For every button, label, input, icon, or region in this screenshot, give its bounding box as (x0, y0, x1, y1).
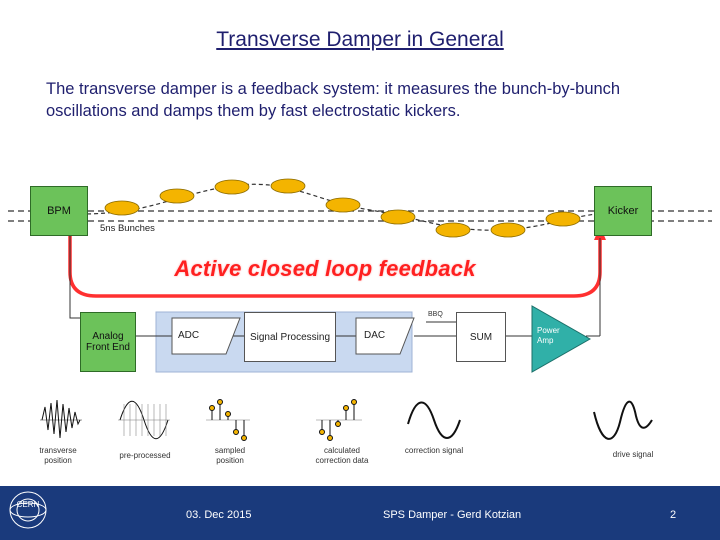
label-drive-signal: drive signal (612, 450, 654, 459)
footer-author: SPS Damper - Gerd Kotzian (383, 509, 522, 521)
bpm-label: BPM (47, 205, 71, 217)
cern-logo-text: CERN (16, 500, 40, 509)
power-amp-block (531, 305, 592, 373)
kicker-box: Kicker (594, 186, 652, 236)
signal-processing-box: Signal Processing (244, 312, 336, 362)
bunch-train (104, 178, 581, 238)
waveform-drive-signal (593, 400, 653, 440)
bunch (490, 222, 526, 238)
feedback-loop (68, 236, 602, 298)
dac-label: DAC (364, 330, 386, 341)
bunches-label: 5ns Bunches (100, 223, 155, 234)
waveform-correction-signal (407, 401, 461, 439)
footer-date: 03. Dec 2015 (186, 509, 252, 521)
bunch (270, 178, 306, 194)
signal-processing-label: Signal Processing (249, 331, 331, 343)
waveform-sampled-position (206, 399, 250, 441)
bbq-label: BBQ (428, 311, 443, 318)
bunch (159, 188, 195, 204)
power-amp-label: Power Amp (537, 326, 560, 345)
label-sampled-position: sampled position (214, 446, 246, 465)
page-title: Transverse Damper in General (216, 28, 504, 51)
kicker-label: Kicker (607, 205, 639, 217)
adc-label: ADC (178, 330, 200, 341)
analog-front-end-label: Analog Front End (86, 331, 130, 353)
cern-logo-icon (9, 491, 47, 529)
adc-block (171, 317, 241, 355)
bunch (214, 179, 250, 195)
bunch (435, 222, 471, 238)
sum-box: SUM (456, 312, 506, 362)
bunch (545, 211, 581, 227)
intro-text: The transverse damper is a feedback syst… (46, 80, 621, 120)
waveform-calculated-correction (316, 399, 362, 441)
label-correction-signal: correction signal (404, 446, 464, 455)
analog-front-end-box: Analog Front End (80, 312, 136, 372)
sum-label: SUM (469, 331, 493, 343)
label-pre-processed: pre-processed (119, 451, 171, 460)
bunch (325, 197, 361, 213)
bpm-box: BPM (30, 186, 88, 236)
label-transverse-position: transverse position (39, 446, 77, 465)
footer-page-number: 2 (670, 509, 677, 521)
dac-block (355, 317, 415, 355)
bunch (104, 200, 140, 216)
label-calculated-correction-data: calculated correction data (315, 446, 369, 465)
waveform-transverse-position (40, 399, 82, 439)
feedback-label: Active closed loop feedback (174, 256, 476, 281)
waveform-pre-processed (118, 400, 170, 440)
footer-bar (0, 486, 720, 540)
bunch (380, 209, 416, 225)
